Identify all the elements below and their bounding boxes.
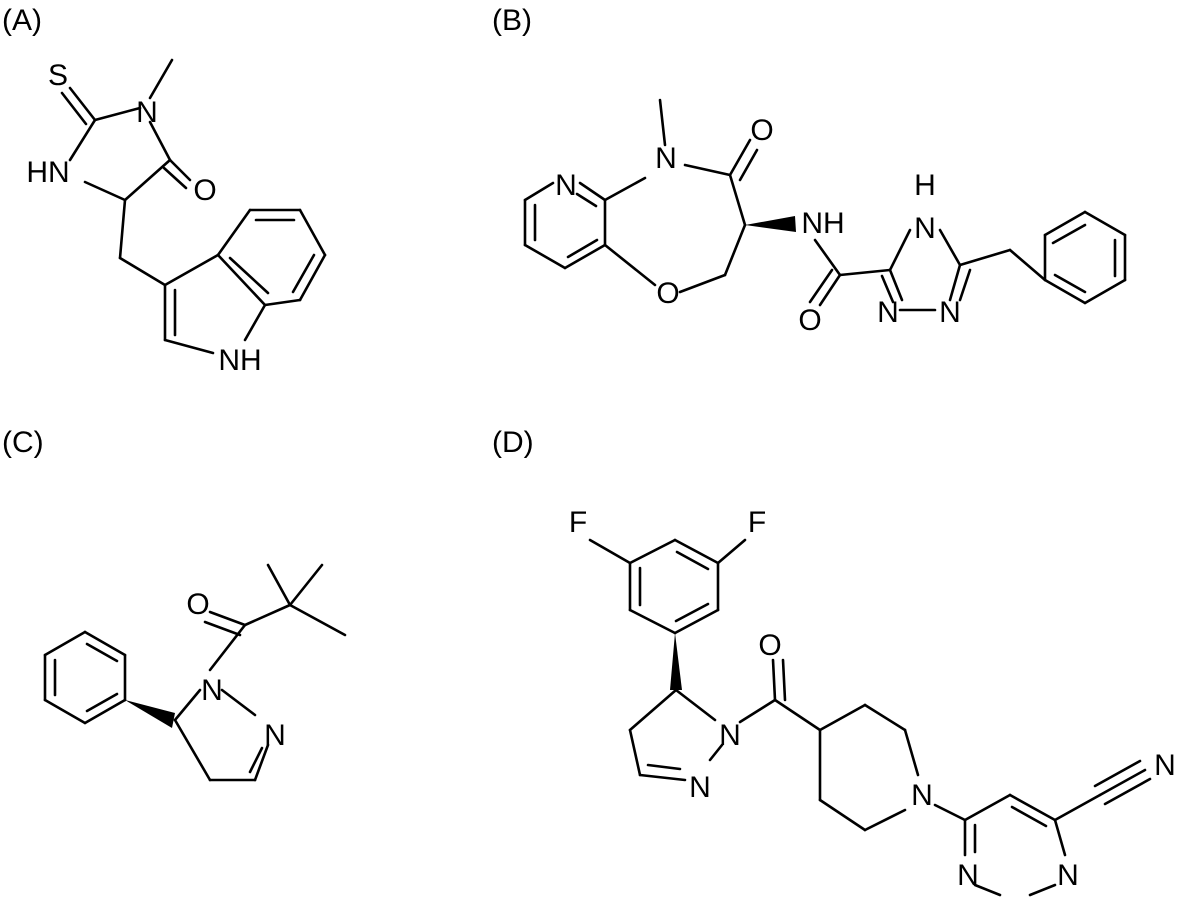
atom-triazole-n2: N bbox=[877, 296, 899, 329]
atom-pyrazoline-n2: N bbox=[264, 719, 286, 752]
panel-label-a: (A) bbox=[2, 4, 42, 37]
molecule-c: O N N bbox=[43, 563, 347, 782]
atom-amide-o: O bbox=[798, 304, 821, 337]
atom-carbonyl-o: O bbox=[758, 629, 781, 662]
panel-label-c: (C) bbox=[2, 426, 44, 459]
atom-carbonyl-o: O bbox=[186, 588, 209, 621]
molecule-d: F F O N N N N N N bbox=[569, 506, 1176, 897]
atom-fluorine-1: F bbox=[569, 506, 587, 539]
atom-amide-nh: NH bbox=[801, 207, 844, 240]
panel-label-b: (B) bbox=[492, 4, 532, 37]
atom-triazole-h: H bbox=[914, 169, 936, 202]
atom-pyrimidine-n2: N bbox=[1057, 859, 1079, 892]
atom-triazole-n3: N bbox=[939, 296, 961, 329]
atom-nitrogen: N bbox=[136, 96, 158, 129]
atom-pyrimidine-n1: N bbox=[957, 859, 979, 892]
atom-pyrazoline-n1: N bbox=[201, 674, 223, 707]
atom-nitrile-n: N bbox=[1154, 749, 1176, 782]
atom-piperidine-n: N bbox=[911, 779, 933, 812]
atom-fluorine-2: F bbox=[748, 506, 766, 539]
atom-ring-o: O bbox=[656, 277, 679, 310]
atom-pyridine-n: N bbox=[555, 169, 577, 202]
atom-indole-nh: NH bbox=[218, 344, 261, 377]
atom-pyrazoline-n2: N bbox=[689, 771, 711, 804]
atom-oxygen: O bbox=[193, 174, 216, 207]
atom-pyrazoline-n1: N bbox=[719, 719, 741, 752]
atom-keto-o: O bbox=[750, 114, 773, 147]
panel-label-d: (D) bbox=[492, 426, 534, 459]
atom-methyl-n: N bbox=[655, 142, 677, 175]
molecule-b: N N O O NH O H N N N bbox=[523, 98, 1127, 337]
molecule-a: S N HN O NH bbox=[26, 58, 327, 377]
atom-sulfur: S bbox=[48, 59, 68, 92]
atom-nh: HN bbox=[26, 156, 69, 189]
atom-triazole-n1: N bbox=[914, 212, 936, 245]
